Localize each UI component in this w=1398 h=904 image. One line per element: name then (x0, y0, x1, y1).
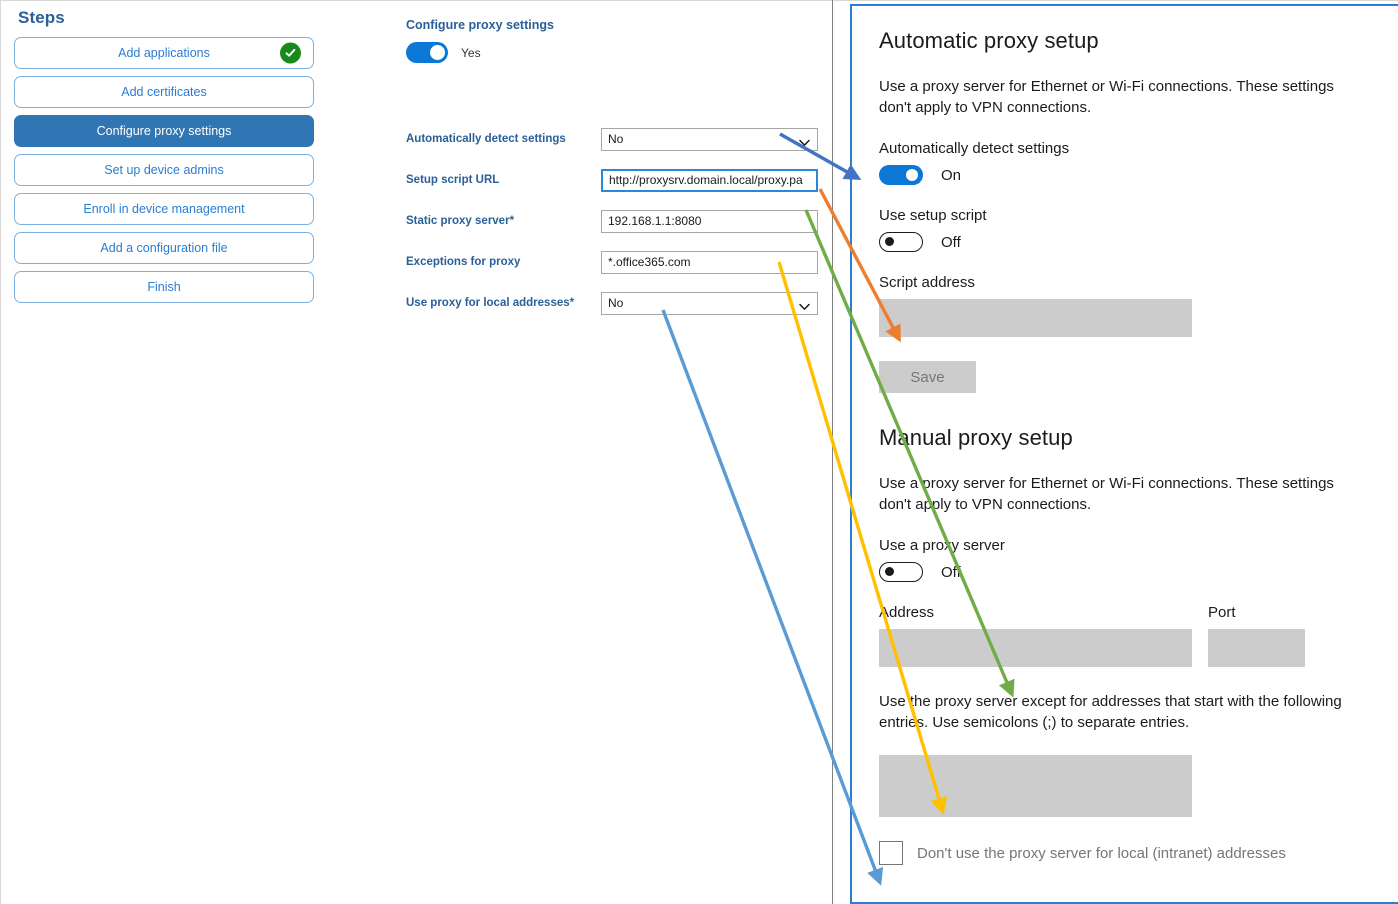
bypass-local-row: Don't use the proxy server for local (in… (879, 841, 1370, 865)
step-item-configure-proxy-settings[interactable]: Configure proxy settings (14, 115, 314, 147)
save-button[interactable]: Save (879, 361, 976, 393)
bypass-local-checkbox[interactable] (879, 841, 903, 865)
step-label: Set up device admins (104, 163, 224, 177)
field-static-proxy-server: Static proxy server* 192.168.1.1:8080 (406, 209, 826, 233)
required-asterisk: * (509, 215, 515, 227)
input-value: http://proxysrv.domain.local/proxy.pa (609, 173, 803, 187)
vertical-divider (832, 0, 833, 904)
step-item-enroll-in-device-management[interactable]: Enroll in device management (14, 193, 314, 225)
toggle-knob (885, 237, 894, 246)
required-asterisk: * (569, 297, 575, 309)
page-left-border (0, 0, 1, 904)
field-setup-script-url: Setup script URL http://proxysrv.domain.… (406, 168, 826, 192)
automatically-detect-settings-label: Automatically detect settings (879, 140, 1070, 157)
use-proxy-for-local-addresses-select[interactable]: No (601, 291, 818, 315)
address-label: Address (879, 604, 935, 621)
field-automatically-detect-settings: Automatically detect settings No (406, 127, 826, 151)
automatically-detect-settings-toggle[interactable] (879, 165, 923, 185)
use-setup-script-state: Off (941, 233, 961, 251)
static-proxy-server-input[interactable]: 192.168.1.1:8080 (601, 209, 818, 233)
chevron-down-icon (799, 136, 810, 146)
automatically-detect-settings-state: On (941, 166, 962, 184)
exceptions-description: Use the proxy server except for addresse… (879, 693, 1342, 731)
field-label-text: Use proxy for local addresses (406, 297, 570, 309)
bypass-local-label: Don't use the proxy server for local (in… (917, 844, 1286, 862)
use-a-proxy-server-row: Off (879, 562, 1370, 582)
exceptions-for-proxy-input[interactable]: *.office365.com (601, 250, 818, 274)
field-label-text: Exceptions for proxy (406, 256, 521, 268)
form-heading: Configure proxy settings (406, 18, 554, 32)
port-input[interactable] (1208, 629, 1305, 667)
field-exceptions-for-proxy: Exceptions for proxy *.office365.com (406, 250, 826, 274)
step-item-add-a-configuration-file[interactable]: Add a configuration file (14, 232, 314, 264)
configure-proxy-toggle[interactable] (406, 42, 448, 63)
step-label: Add certificates (121, 85, 207, 99)
script-address-input[interactable] (879, 299, 1192, 337)
input-value: 192.168.1.1:8080 (608, 214, 702, 228)
check-circle-icon (280, 42, 301, 64)
use-a-proxy-server-state: Off (941, 563, 961, 581)
chevron-down-icon (799, 300, 810, 310)
use-a-proxy-server-toggle[interactable] (879, 562, 923, 582)
select-value: No (608, 296, 624, 310)
step-label: Enroll in device management (83, 202, 245, 216)
field-label: Exceptions for proxy (406, 256, 601, 268)
script-address-label: Script address (879, 274, 975, 291)
automatic-proxy-description: Use a proxy server for Ethernet or Wi-Fi… (879, 78, 1334, 116)
setup-script-url-input[interactable]: http://proxysrv.domain.local/proxy.pa (601, 168, 818, 192)
exceptions-input[interactable] (879, 755, 1192, 817)
field-label: Use proxy for local addresses* (406, 297, 601, 309)
step-label: Add applications (118, 46, 210, 60)
field-label: Static proxy server* (406, 215, 601, 227)
field-label-text: Static proxy server (406, 215, 510, 227)
configure-proxy-toggle-row: Yes (406, 42, 826, 63)
step-label: Finish (147, 280, 181, 294)
use-setup-script-row: Off (879, 232, 1370, 252)
toggle-knob (906, 169, 918, 181)
configure-proxy-fields: Automatically detect settings No Setup s… (406, 127, 826, 333)
use-setup-script-toggle[interactable] (879, 232, 923, 252)
toggle-knob (430, 45, 445, 60)
port-group: Port (1208, 604, 1305, 691)
step-item-finish[interactable]: Finish (14, 271, 314, 303)
address-group: Address (879, 604, 1192, 691)
use-setup-script-label: Use setup script (879, 207, 987, 224)
step-item-set-up-device-admins[interactable]: Set up device admins (14, 154, 314, 186)
toggle-knob (885, 567, 894, 576)
step-label: Configure proxy settings (96, 124, 232, 138)
step-label: Add a configuration file (100, 241, 228, 255)
windows-proxy-settings-panel: Automatic proxy setup Use a proxy server… (850, 4, 1398, 904)
address-port-row: Address Port (879, 604, 1370, 691)
page-top-border (0, 0, 1398, 1)
automatic-proxy-setup-heading: Automatic proxy setup (879, 28, 1099, 53)
steps-panel: Steps Add applications Add certificates … (14, 8, 314, 310)
field-use-proxy-for-local-addresses: Use proxy for local addresses* No (406, 291, 826, 315)
select-value: No (608, 132, 624, 146)
configure-proxy-toggle-label: Yes (461, 45, 481, 60)
manual-proxy-description: Use a proxy server for Ethernet or Wi-Fi… (879, 475, 1334, 513)
port-label: Port (1208, 604, 1236, 621)
field-label: Automatically detect settings (406, 133, 601, 145)
step-item-add-certificates[interactable]: Add certificates (14, 76, 314, 108)
automatically-detect-settings-row: On (879, 165, 1370, 185)
field-label: Setup script URL (406, 174, 601, 186)
address-input[interactable] (879, 629, 1192, 667)
arrow-use-proxy-local (661, 309, 884, 886)
steps-panel-title: Steps (18, 8, 65, 27)
input-value: *.office365.com (608, 255, 691, 269)
field-label-text: Automatically detect settings (406, 133, 566, 145)
use-a-proxy-server-label: Use a proxy server (879, 537, 1005, 554)
automatically-detect-settings-select[interactable]: No (601, 127, 818, 151)
step-item-add-applications[interactable]: Add applications (14, 37, 314, 69)
field-label-text: Setup script URL (406, 174, 500, 186)
configure-proxy-form-header: Configure proxy settings Yes (406, 18, 826, 63)
manual-proxy-setup-heading: Manual proxy setup (879, 425, 1073, 450)
